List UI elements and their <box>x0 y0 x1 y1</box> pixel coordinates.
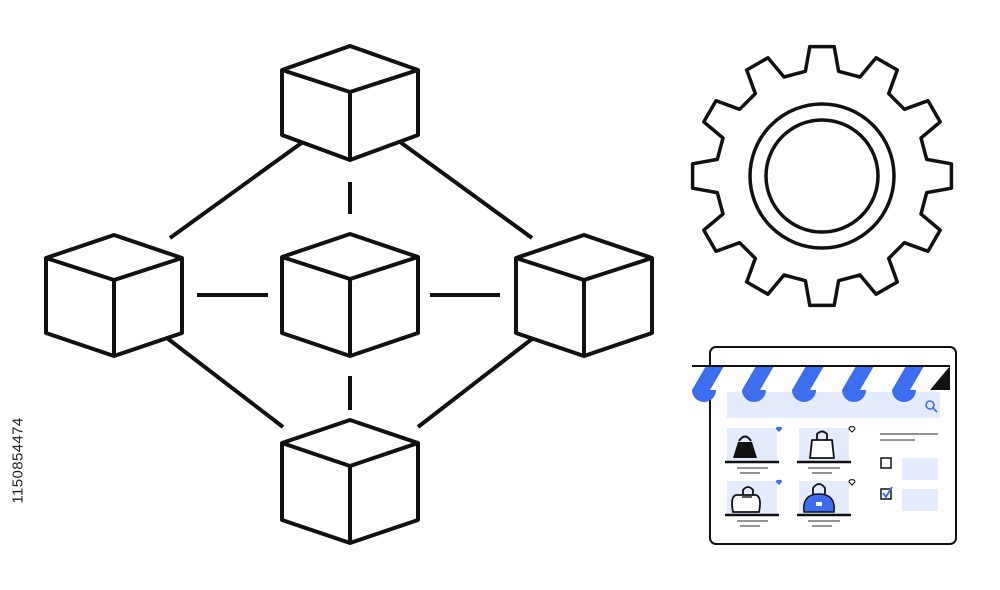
store-awning <box>692 365 950 402</box>
product-card[interactable] <box>725 426 783 474</box>
duffel-bag-icon <box>803 483 835 513</box>
filter-checkbox[interactable] <box>880 457 892 469</box>
online-store-icon <box>692 346 957 545</box>
heart-icon[interactable] <box>775 479 783 485</box>
filter-option-bar <box>902 458 938 480</box>
block-right <box>514 233 654 358</box>
filter-checkbox-checked[interactable] <box>880 488 892 500</box>
heart-icon[interactable] <box>775 426 783 432</box>
stock-id-watermark: 1150854474 <box>6 345 30 575</box>
tote-bag-icon <box>808 430 836 459</box>
product-card[interactable] <box>725 479 783 527</box>
heart-icon[interactable] <box>848 479 856 486</box>
block-left <box>44 233 184 358</box>
connector-top-left <box>168 129 320 240</box>
block-center <box>280 232 420 358</box>
connector-bottom-right <box>416 323 552 429</box>
block-bottom <box>280 418 420 545</box>
block-top <box>280 44 420 162</box>
filter-panel <box>880 433 938 511</box>
shopping-bag-icon <box>731 486 761 513</box>
handbag-icon <box>733 435 757 458</box>
connector-top-right <box>383 129 534 240</box>
network-connectors <box>148 129 552 429</box>
search-icon <box>925 400 938 413</box>
product-card[interactable] <box>797 426 856 474</box>
connector-bottom-left <box>148 323 285 429</box>
stock-id-text: 1150854474 <box>9 416 27 504</box>
gear-icon <box>690 44 954 308</box>
filter-option-bar <box>902 489 938 511</box>
checkmark-icon <box>882 486 893 499</box>
heart-icon[interactable] <box>848 426 856 433</box>
product-card[interactable] <box>797 479 856 527</box>
